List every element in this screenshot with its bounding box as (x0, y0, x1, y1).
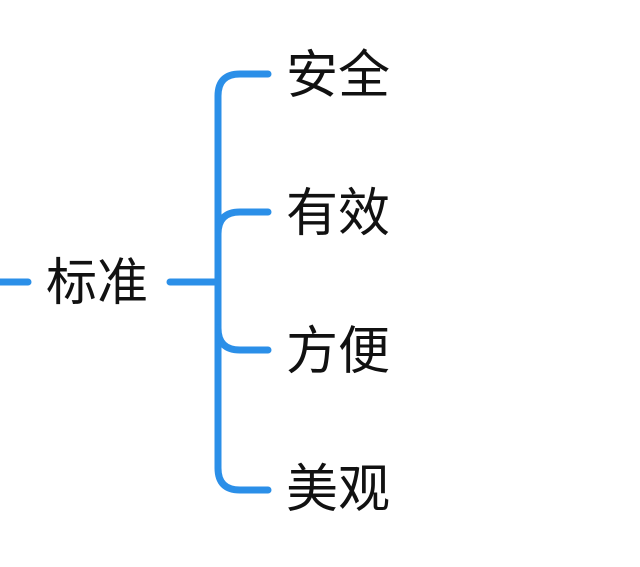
root-node-label: 标准 (46, 254, 149, 313)
branch-connector-2 (214, 208, 272, 238)
bracket-connector (214, 70, 272, 494)
child-node-label-3: 方便 (286, 322, 391, 382)
child-node-label-4: 美观 (286, 460, 391, 520)
branch-connector-3 (214, 324, 272, 354)
child-node-label-1: 安全 (286, 46, 391, 106)
child-node-label-2: 有效 (286, 184, 391, 244)
